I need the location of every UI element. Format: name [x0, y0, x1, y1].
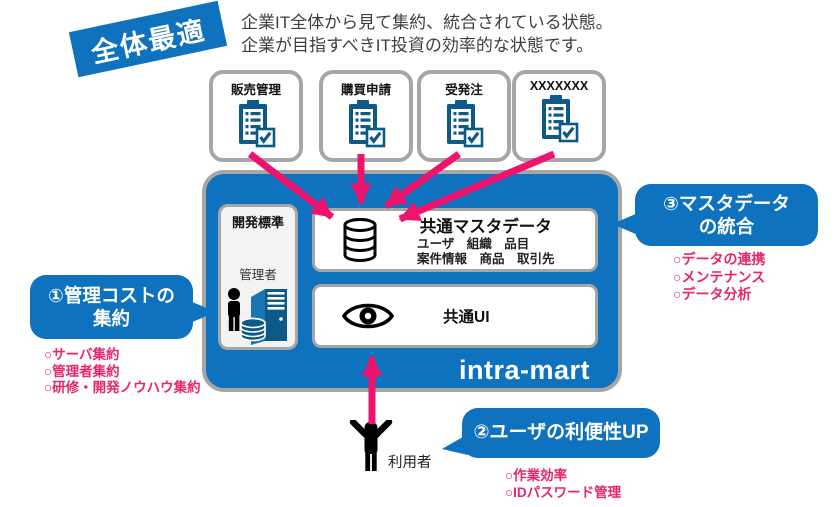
callout-master-data-integration: ③マスタデータ の統合 — [635, 184, 818, 246]
benefit-item: ○研修・開発ノウハウ集約 — [44, 380, 201, 396]
admin-label: 管理者 — [239, 268, 277, 282]
master-data-line-2: 案件情報 商品 取引先 — [417, 252, 555, 266]
callout-cost-tail — [190, 301, 216, 323]
intra-mart-logo: intra-mart — [458, 355, 590, 385]
database-icon — [343, 218, 377, 262]
clipboard-check-icon — [349, 100, 386, 148]
app-box-other: XXXXXXX — [512, 70, 606, 162]
cost-benefit-list: ○サーバ集約 ○管理者集約 ○研修・開発ノウハウ集約 — [44, 347, 201, 397]
admin-server-icon — [228, 288, 287, 345]
description-text: 企業IT全体から見て集約、統合されている状態。 企業が目指すべきIT投資の効率的… — [241, 11, 613, 57]
benefit-item: ○作業効率 — [505, 468, 568, 483]
clipboard-check-icon — [239, 100, 276, 148]
app-box-purchase: 購買申請 — [319, 70, 413, 162]
benefit-item: ○データの連携 — [673, 251, 766, 267]
intra-mart-platform-box: 開発標準 管理者 共通マスタデ — [202, 170, 622, 392]
callout-user-convenience: ②ユーザの利便性UP — [462, 408, 660, 458]
benefit-item: ○データ分析 — [673, 286, 752, 303]
app-box-sales: 販売管理 — [209, 70, 303, 162]
master-data-title: 共通マスタデータ — [419, 218, 552, 236]
callout-cost-title-line-2: 集約 — [92, 308, 130, 329]
clipboard-check-icon — [542, 95, 579, 143]
app-label: XXXXXXX — [529, 79, 589, 93]
benefit-item: ○管理者集約 — [44, 363, 120, 379]
master-data-line-1: ユーザ 組織 品目 — [417, 237, 530, 251]
eye-icon — [341, 303, 395, 329]
app-label: 購買申請 — [340, 83, 391, 97]
callout-master-title-line-2: の統合 — [698, 216, 755, 237]
callout-user-tail — [442, 434, 468, 455]
common-ui-box: 共通UI — [312, 284, 598, 348]
callout-master-title-line-1: ③マスタデータ — [663, 192, 790, 214]
description-line-1: 企業IT全体から見て集約、統合されている状態。 — [241, 13, 613, 32]
callout-cost-title-line-1: ①管理コストの — [48, 284, 175, 306]
master-data-box: 共通マスタデータ ユーザ 組織 品目 案件情報 商品 取引先 — [312, 208, 598, 272]
user-benefit-list: ○作業効率 ○IDパスワード管理 — [505, 468, 621, 501]
person-raised-arms-icon — [349, 420, 393, 471]
master-benefit-list: ○データの連携 ○メンテナンス ○データ分析 — [673, 251, 765, 304]
master-data-text: 共通マスタデータ ユーザ 組織 品目 案件情報 商品 取引先 — [417, 213, 555, 267]
dev-standard-title: 開発標準 — [231, 215, 284, 230]
benefit-item: ○メンテナンス — [673, 268, 766, 285]
dev-standard-box: 開発標準 管理者 — [218, 204, 298, 350]
callout-user-title: ②ユーザの利便性UP — [473, 422, 649, 444]
app-label: 受発注 — [445, 83, 483, 97]
callout-master-tail — [612, 213, 638, 235]
description-line-2: 企業が目指すべきIT投資の効率的な状態です。 — [241, 36, 594, 56]
clipboard-check-icon — [447, 100, 484, 148]
benefit-item: ○サーバ集約 — [44, 347, 120, 362]
callout-cost-consolidation: ①管理コストの 集約 — [30, 275, 193, 339]
overall-optimization-banner: 全体最適 — [68, 0, 228, 78]
end-user-label: 利用者 — [388, 455, 432, 471]
banner-label: 全体最適 — [88, 14, 209, 69]
app-label: 販売管理 — [230, 83, 281, 97]
app-box-orders: 受発注 — [417, 70, 511, 162]
benefit-item: ○IDパスワード管理 — [505, 484, 622, 500]
common-ui-title: 共通UI — [443, 309, 490, 326]
